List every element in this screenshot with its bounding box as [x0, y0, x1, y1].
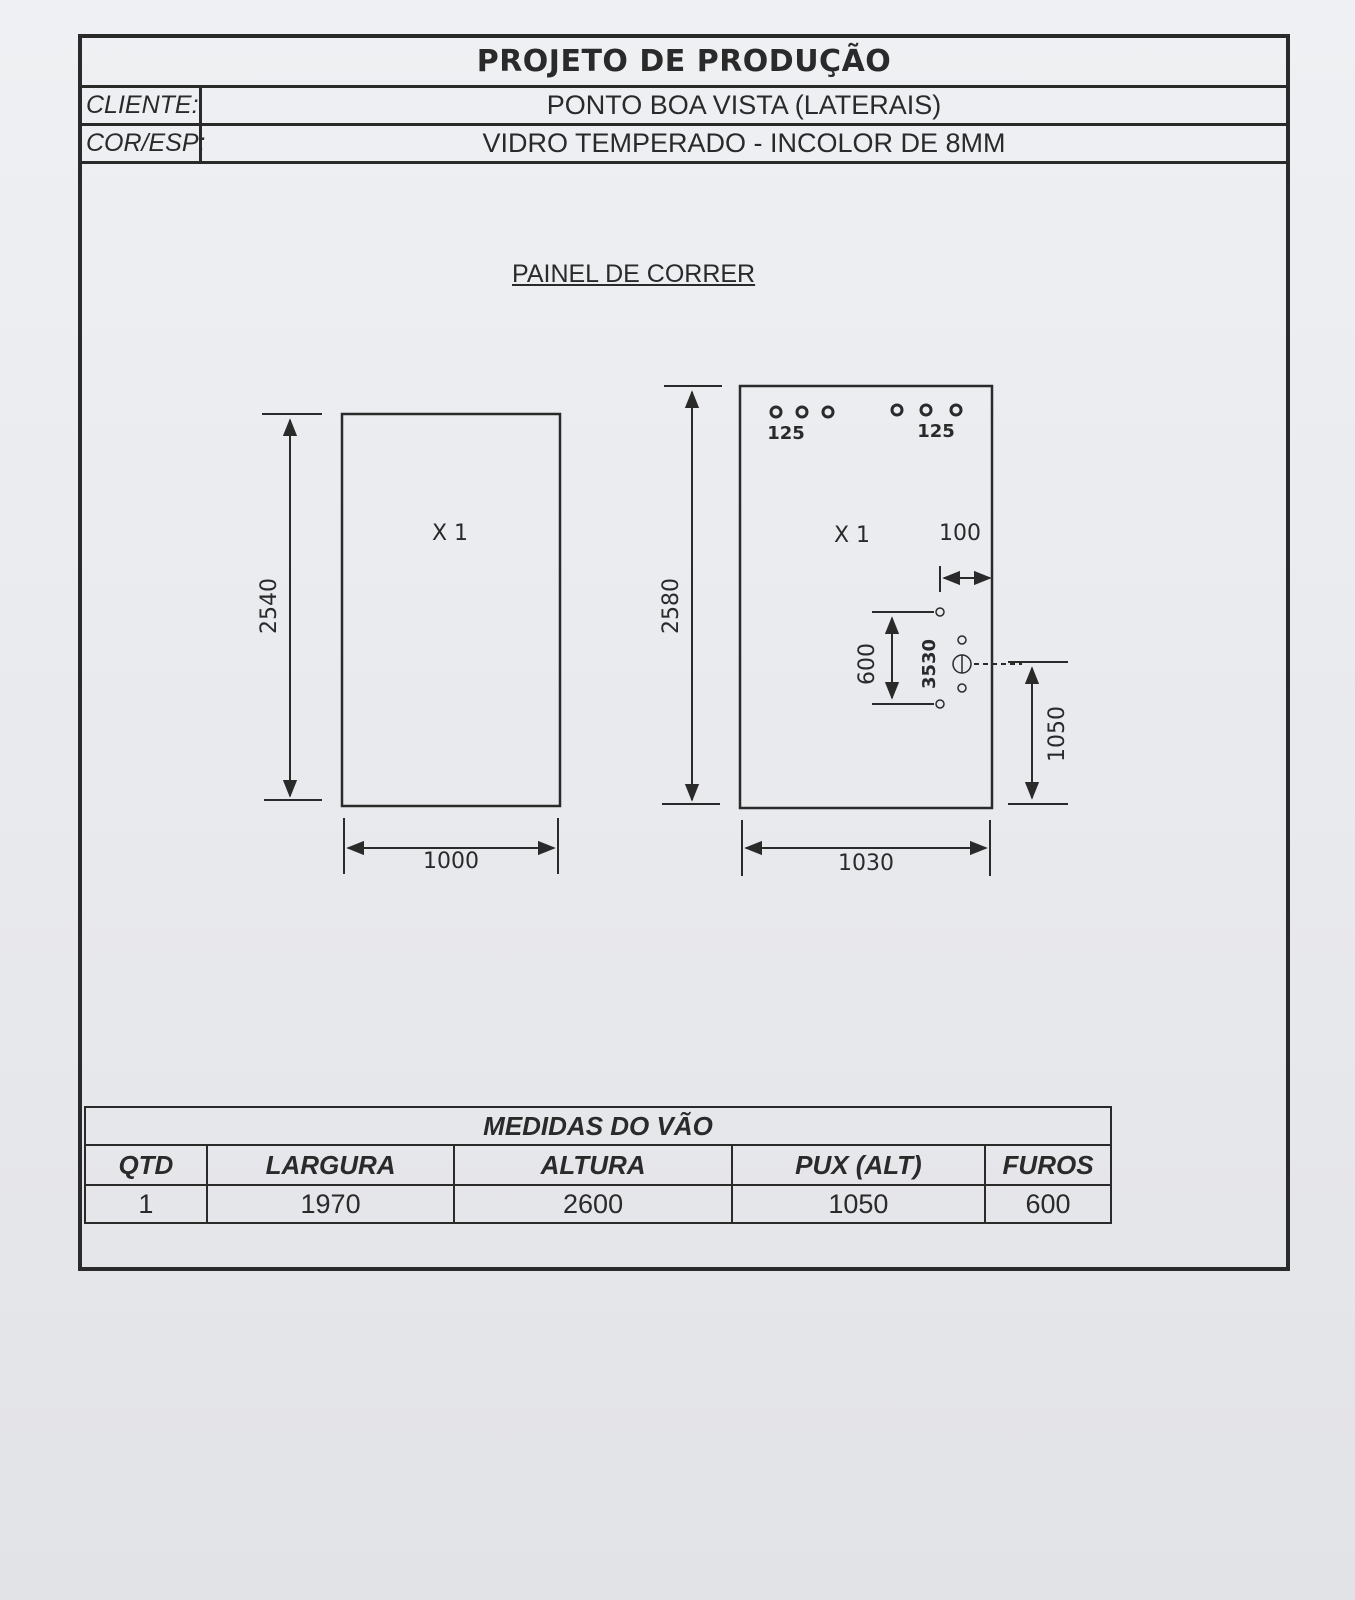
handle-hole-icon — [957, 683, 967, 693]
handle-hole-icon — [935, 699, 945, 709]
column-header: QTD — [84, 1144, 208, 1186]
handle-hole-icon — [935, 607, 945, 617]
table-cell: 1050 — [730, 1184, 987, 1224]
technical-drawing: 2540 X 1 1000 2580 X 1 1030 125 125 100 … — [257, 384, 1070, 876]
panel-1-width-label: 1000 — [423, 849, 479, 874]
panel-2-height-label: 2580 — [659, 578, 684, 634]
handle-label: 3530 — [919, 639, 940, 689]
panel-1-quantity: X 1 — [432, 521, 468, 546]
client-value: PONTO BOA VISTA (LATERAIS) — [546, 90, 942, 120]
column-header: LARGURA — [205, 1144, 456, 1186]
panel-2-width-label: 1030 — [838, 851, 894, 876]
table-cell: 2600 — [453, 1184, 733, 1224]
table-row: 1 1970 2600 1050 600 — [84, 1184, 1112, 1224]
material-label: COR/ESP: — [82, 126, 205, 161]
drawing-title: PAINEL DE CORRER — [512, 260, 756, 288]
handle-hole-icon — [957, 635, 967, 645]
production-sheet: PROJETO DE PRODUÇÃO CLIENTE: PONTO BOA V… — [78, 34, 1290, 1271]
top-right-holes-label: 125 — [917, 421, 955, 442]
page-title: PROJETO DE PRODUÇÃO — [476, 44, 892, 79]
top-left-holes-label: 125 — [767, 423, 805, 444]
material-value: VIDRO TEMPERADO - INCOLOR DE 8MM — [482, 128, 1006, 158]
panel-1-height-label: 2540 — [257, 578, 282, 634]
panel-1-outline — [340, 412, 562, 808]
material-row: COR/ESP: VIDRO TEMPERADO - INCOLOR DE 8M… — [82, 126, 1286, 164]
handle-height-label: 1050 — [1045, 706, 1070, 762]
measures-table: MEDIDAS DO VÃO QTD LARGURA ALTURA PUX (A… — [84, 1106, 1112, 1224]
top-hole-icon — [919, 403, 933, 417]
table-cell: 1970 — [205, 1184, 456, 1224]
measures-header-row: QTD LARGURA ALTURA PUX (ALT) FUROS — [84, 1144, 1112, 1186]
column-header: ALTURA — [453, 1144, 733, 1186]
hole-spacing-label: 600 — [855, 643, 880, 685]
panel-2-outline — [738, 384, 994, 810]
title-row: PROJETO DE PRODUÇÃO — [82, 38, 1286, 88]
top-hole-icon — [890, 403, 904, 417]
top-hole-icon — [949, 403, 963, 417]
top-hole-icon — [795, 405, 809, 419]
edge-offset-label: 100 — [939, 521, 981, 546]
panel-2-quantity: X 1 — [834, 523, 870, 548]
table-cell: 1 — [84, 1184, 208, 1224]
table-cell: 600 — [984, 1184, 1112, 1224]
column-header: FUROS — [984, 1144, 1112, 1186]
client-label: CLIENTE: — [82, 88, 202, 123]
client-row: CLIENTE: PONTO BOA VISTA (LATERAIS) — [82, 88, 1286, 126]
column-header: PUX (ALT) — [730, 1144, 987, 1186]
measures-title: MEDIDAS DO VÃO — [84, 1106, 1112, 1146]
top-hole-icon — [769, 405, 783, 419]
top-hole-icon — [821, 405, 835, 419]
